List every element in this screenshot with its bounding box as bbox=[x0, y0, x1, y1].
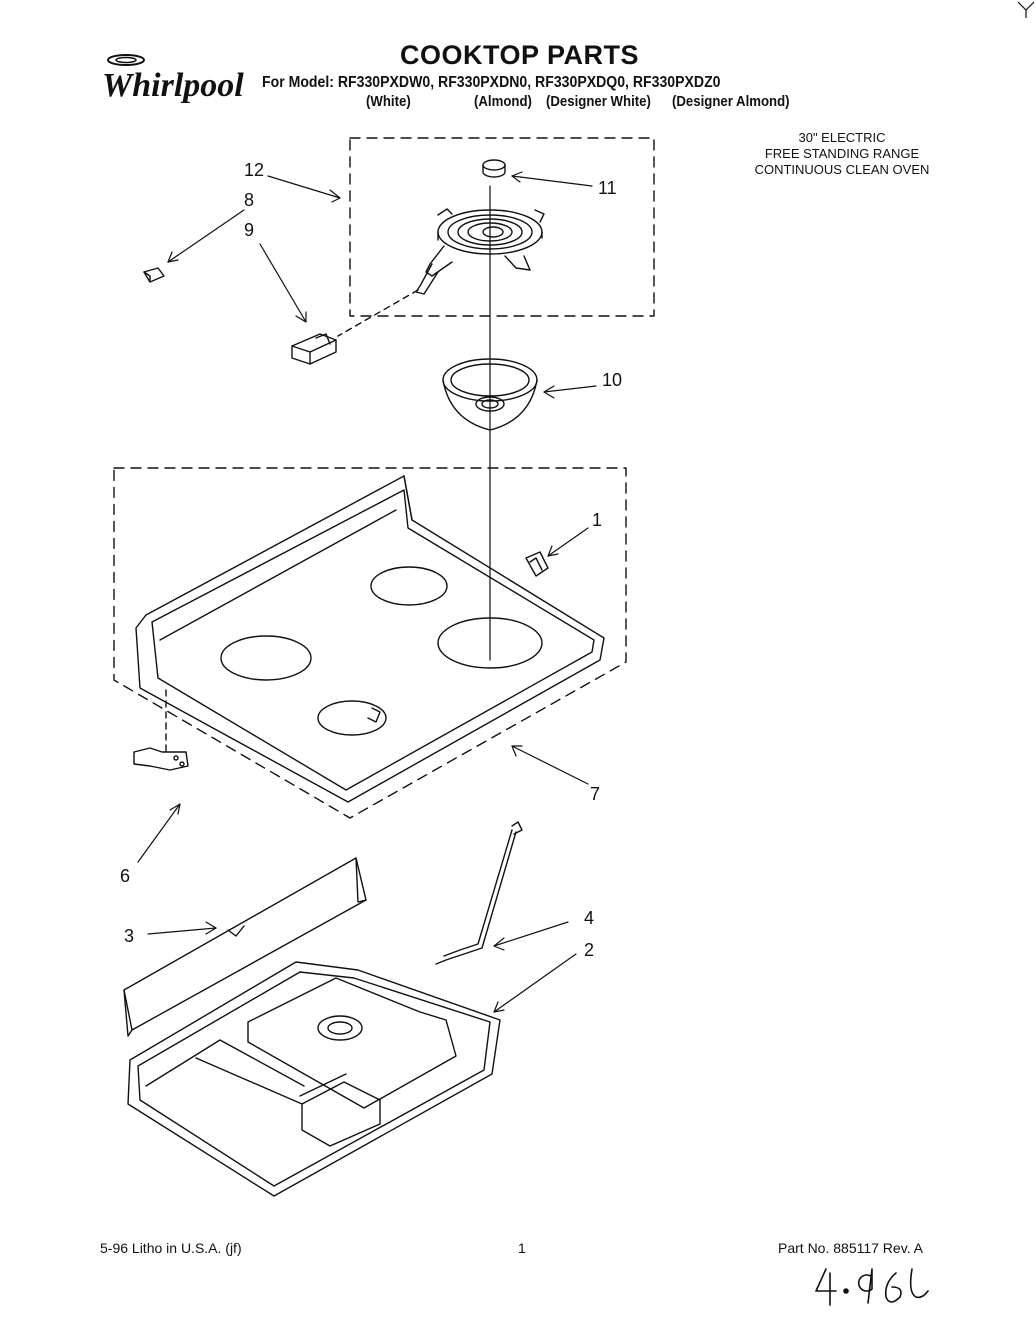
callout-11: 12 bbox=[244, 160, 265, 180]
description-line-3: CONTINUOUS CLEAN OVEN bbox=[754, 162, 930, 177]
color-white-label: (White) bbox=[366, 93, 411, 110]
callout-6: 6 bbox=[120, 866, 131, 886]
cooktop-clip-part-1 bbox=[525, 551, 549, 577]
callout-9: 9 bbox=[244, 220, 255, 240]
whirlpool-logo: Whirlpool bbox=[102, 54, 244, 104]
callout-8: 8 bbox=[244, 190, 255, 210]
terminal-block-part-9 bbox=[291, 333, 337, 365]
hinge-part-6 bbox=[133, 747, 189, 771]
corner-mark bbox=[1017, 1, 1035, 18]
color-almond-label: (Almond) bbox=[474, 93, 532, 110]
color-designer-almond-label: (Designer Almond) bbox=[672, 93, 790, 110]
brand-wordmark: Whirlpool bbox=[102, 67, 244, 104]
callout-7: 7 bbox=[590, 784, 601, 804]
description-line-1: 30" ELECTRIC bbox=[798, 130, 886, 145]
cooktop-panel-part-7 bbox=[135, 475, 605, 803]
leader-lines bbox=[137, 171, 597, 1013]
callout-2: 2 bbox=[584, 940, 595, 960]
footer-page-number: 1 bbox=[518, 1240, 526, 1256]
element-knob-part-12 bbox=[482, 159, 506, 178]
footer-litho: 5-96 Litho in U.S.A. (jf) bbox=[100, 1240, 242, 1256]
cooktop-dashed-box bbox=[113, 467, 627, 819]
product-description: 30" ELECTRIC FREE STANDING RANGE CONTINU… bbox=[740, 130, 944, 178]
rear-trim-part-3 bbox=[123, 857, 367, 1037]
burner-box-part-2 bbox=[127, 961, 501, 1197]
callout-12: 11 bbox=[598, 178, 617, 198]
element-lead-wire bbox=[337, 289, 419, 337]
element-assembly-dashed-box bbox=[349, 137, 655, 317]
handwritten-date bbox=[815, 1268, 929, 1306]
footer-part-number: Part No. 885117 Rev. A bbox=[778, 1240, 924, 1256]
model-list: For Model: RF330PXDW0, RF330PXDN0, RF330… bbox=[262, 74, 721, 91]
callout-3: 3 bbox=[124, 926, 135, 946]
description-line-2: FREE STANDING RANGE bbox=[764, 146, 920, 161]
callout-4: 4 bbox=[584, 908, 595, 928]
element-clip-part-8 bbox=[143, 267, 165, 283]
callout-10: 10 bbox=[602, 370, 623, 390]
drip-bowl-part-10 bbox=[442, 358, 538, 431]
support-rod-part-4 bbox=[435, 821, 523, 965]
page-title: COOKTOP PARTS bbox=[400, 40, 640, 70]
callout-1: 1 bbox=[592, 510, 603, 530]
color-designer-white-label: (Designer White) bbox=[546, 93, 651, 110]
surface-element-part-11 bbox=[415, 208, 545, 295]
